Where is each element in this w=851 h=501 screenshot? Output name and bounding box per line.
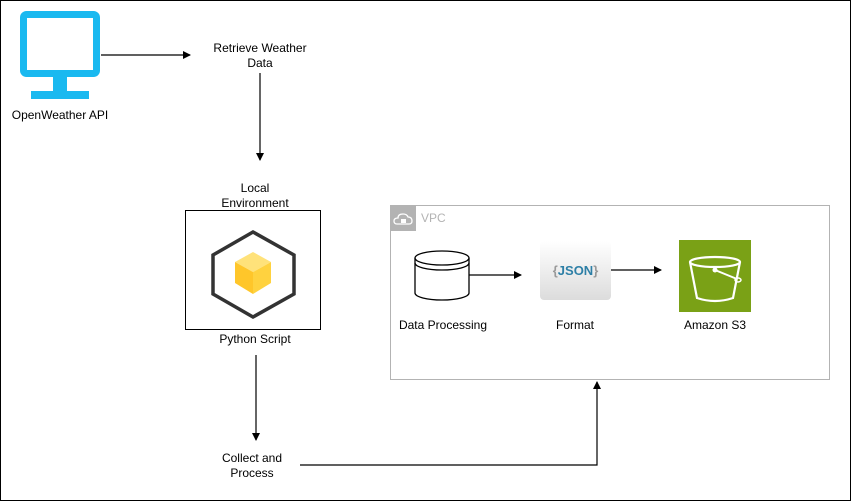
data-processing-label: Data Processing: [398, 318, 488, 332]
api-label: OpenWeather API: [11, 108, 109, 122]
amazon-s3-label: Amazon S3: [683, 318, 747, 332]
json-badge: JSON: [558, 263, 593, 278]
python-cube-icon: [211, 229, 296, 320]
s3-bucket-icon: [679, 240, 751, 312]
format-label: Format: [555, 318, 594, 332]
local-environment-label: Local Environment: [221, 181, 289, 210]
retrieve-label: Retrieve Weather Data: [213, 41, 307, 70]
database-icon: [414, 250, 470, 301]
vpc-container: [390, 205, 830, 380]
cloud-lock-icon: [391, 206, 416, 231]
collect-process-label: Collect and Process: [221, 451, 283, 480]
monitor-icon: [20, 11, 100, 99]
python-script-label: Python Script: [219, 332, 291, 346]
json-icon: {JSON}: [540, 241, 611, 300]
connectors: [101, 51, 662, 466]
svg-text:{JSON}: {JSON}: [553, 263, 599, 278]
local-environment-box: [185, 210, 321, 330]
vpc-label: VPC: [421, 211, 446, 225]
arrow-collect-to-vpc: [300, 381, 601, 466]
